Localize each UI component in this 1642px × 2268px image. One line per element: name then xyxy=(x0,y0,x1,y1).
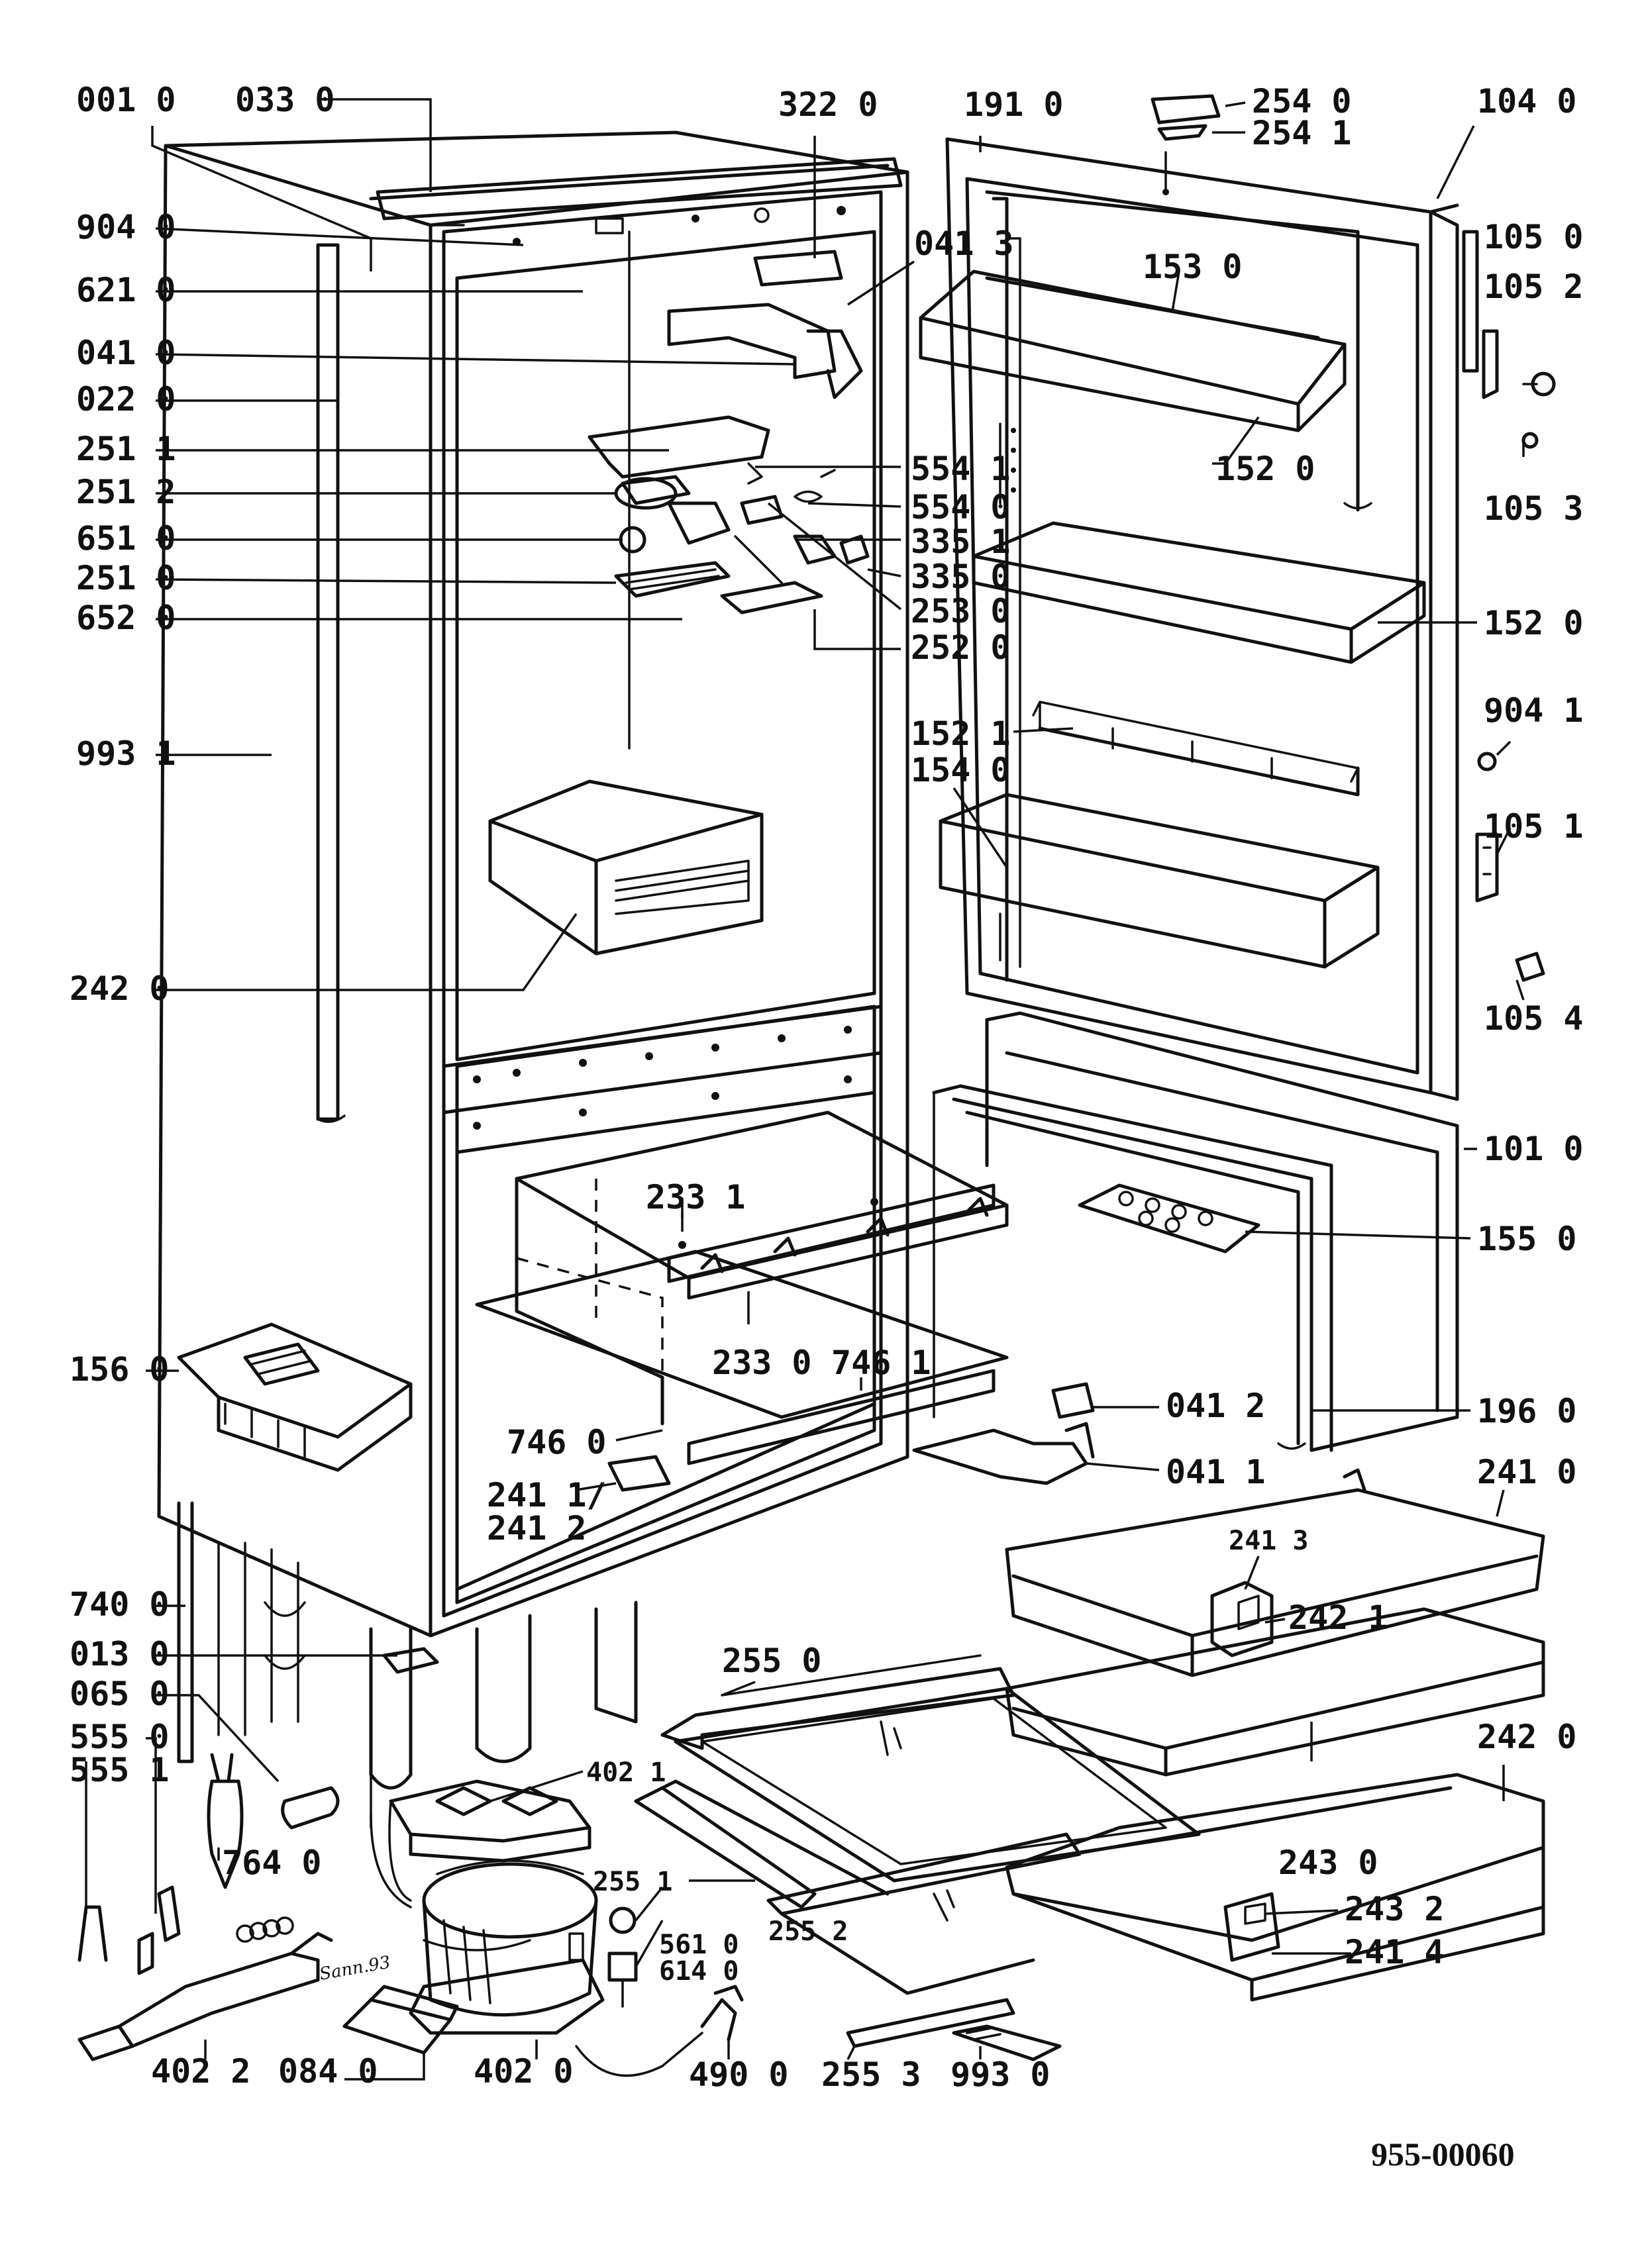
ice-tray xyxy=(177,1322,413,1472)
label-746-0: 746 0 xyxy=(507,1423,607,1461)
label-490-0: 490 0 xyxy=(689,2055,789,2094)
label-621-0: 621 0 xyxy=(76,271,176,309)
label-041-2: 041 2 xyxy=(1166,1387,1266,1425)
part-labels: 001 0 033 0 322 0 191 0 254 0 254 1 104 … xyxy=(70,81,1584,2094)
door-shelves xyxy=(919,270,1426,969)
label-402-1: 402 1 xyxy=(586,1757,666,1788)
leader-lines xyxy=(85,98,1525,2081)
label-614-0: 614 0 xyxy=(659,1956,739,1987)
label-105-0: 105 0 xyxy=(1484,218,1584,256)
label-255-0: 255 0 xyxy=(722,1642,822,1680)
fridge-shelf xyxy=(475,1110,1009,1492)
label-101-0: 101 0 xyxy=(1484,1130,1584,1168)
label-013-0: 013 0 xyxy=(70,1635,170,1673)
compressor xyxy=(370,1641,744,2077)
label-241-2: 241 2 xyxy=(487,1509,587,1548)
signature: Sann.93 xyxy=(318,1953,392,1985)
label-740-0: 740 0 xyxy=(70,1585,170,1624)
lower-door xyxy=(912,1011,1459,1485)
label-154-0: 154 0 xyxy=(911,751,1011,789)
label-243-0: 243 0 xyxy=(1278,1844,1378,1882)
label-041-0: 041 0 xyxy=(76,334,176,372)
label-252-0: 252 0 xyxy=(911,628,1011,667)
label-241-4: 241 4 xyxy=(1345,1933,1445,1971)
label-241-1: 241 1/ xyxy=(487,1476,607,1514)
label-993-1: 993 1 xyxy=(76,734,176,773)
label-255-2: 255 2 xyxy=(768,1916,848,1947)
label-651-0: 651 0 xyxy=(76,519,176,558)
label-242-0-a: 242 0 xyxy=(70,969,170,1008)
label-196-0: 196 0 xyxy=(1477,1392,1577,1430)
label-746-1: 746 1 xyxy=(831,1344,931,1382)
label-555-1: 555 1 xyxy=(70,1751,170,1789)
hinge-parts xyxy=(1151,94,1556,982)
document-number: 955-00060 xyxy=(1371,2136,1515,2173)
label-041-3: 041 3 xyxy=(914,224,1014,263)
label-156-0: 156 0 xyxy=(70,1350,170,1389)
label-554-0: 554 0 xyxy=(911,488,1011,526)
cabinet-body xyxy=(157,130,909,1638)
label-242-0-b: 242 0 xyxy=(1477,1718,1577,1756)
label-233-1: 233 1 xyxy=(646,1178,746,1216)
label-335-1: 335 1 xyxy=(911,522,1011,561)
label-241-3: 241 3 xyxy=(1229,1526,1308,1556)
label-402-0: 402 0 xyxy=(474,2052,574,2091)
label-153-0: 153 0 xyxy=(1143,248,1243,286)
label-904-1: 904 1 xyxy=(1484,691,1584,730)
label-335-0: 335 0 xyxy=(911,558,1011,596)
label-152-0-b: 152 0 xyxy=(1484,604,1584,642)
label-065-0: 065 0 xyxy=(70,1675,170,1713)
label-764-0: 764 0 xyxy=(222,1844,322,1882)
label-105-2: 105 2 xyxy=(1484,268,1584,306)
label-033-0: 033 0 xyxy=(235,81,335,119)
label-155-0: 155 0 xyxy=(1477,1220,1577,1258)
label-255-1: 255 1 xyxy=(593,1867,672,1897)
label-322-0: 322 0 xyxy=(778,85,878,124)
label-105-3: 105 3 xyxy=(1484,489,1584,528)
label-001-0: 001 0 xyxy=(76,81,176,119)
label-041-1: 041 1 xyxy=(1166,1453,1266,1491)
label-561-0: 561 0 xyxy=(659,1930,739,1960)
label-555-0: 555 0 xyxy=(70,1718,170,1756)
condenser-assembly xyxy=(77,1501,638,2061)
glass-shelves xyxy=(634,1654,1201,2061)
label-105-1: 105 1 xyxy=(1484,807,1584,846)
label-152-1: 152 1 xyxy=(911,715,1011,753)
label-105-4: 105 4 xyxy=(1484,999,1584,1038)
label-242-1: 242 1 xyxy=(1288,1599,1388,1637)
upper-door xyxy=(945,137,1459,1101)
crisper-drawers xyxy=(1005,1468,1545,2002)
label-993-0: 993 0 xyxy=(950,2055,1051,2094)
label-254-1: 254 1 xyxy=(1252,114,1352,152)
label-243-2: 243 2 xyxy=(1345,1890,1445,1928)
label-652-0: 652 0 xyxy=(76,599,176,637)
top-components xyxy=(588,250,870,615)
label-191-0: 191 0 xyxy=(964,85,1064,124)
label-254-0: 254 0 xyxy=(1252,82,1352,121)
label-253-0: 253 0 xyxy=(911,592,1011,630)
label-554-1: 554 1 xyxy=(911,450,1011,488)
label-241-0: 241 0 xyxy=(1477,1453,1577,1491)
label-402-2: 402 2 xyxy=(151,2052,251,2091)
label-104-0: 104 0 xyxy=(1477,82,1577,121)
label-251-1: 251 1 xyxy=(76,430,176,468)
label-022-0: 022 0 xyxy=(76,380,176,419)
label-251-0: 251 0 xyxy=(76,559,176,597)
label-251-2: 251 2 xyxy=(76,473,176,511)
label-255-3: 255 3 xyxy=(821,2055,921,2094)
label-233-0: 233 0 xyxy=(712,1344,812,1382)
label-084-0: 084 0 xyxy=(278,2052,378,2091)
label-152-0-a: 152 0 xyxy=(1215,450,1315,488)
freezer-basket xyxy=(488,779,764,956)
label-904-0: 904 0 xyxy=(76,208,176,246)
